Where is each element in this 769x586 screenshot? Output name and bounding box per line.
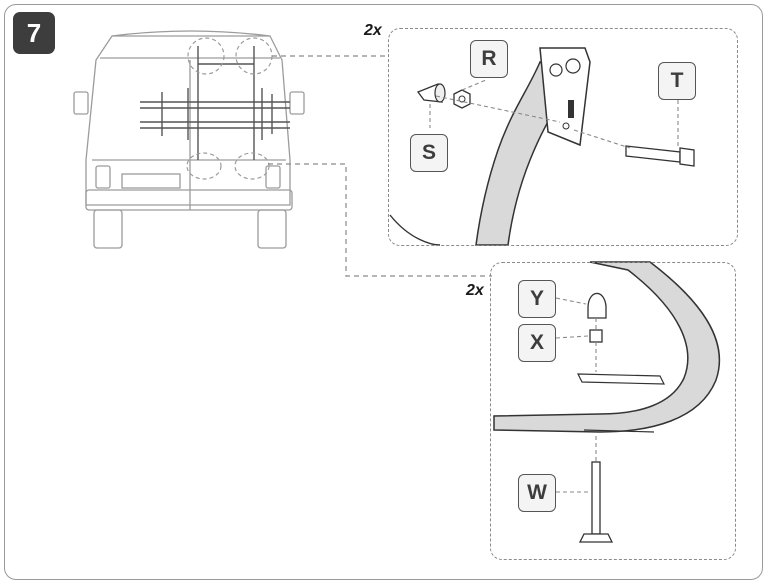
bottom-detail-quantity: 2x (466, 282, 484, 299)
step-number-badge: 7 (13, 12, 55, 54)
part-label-y: Y (518, 280, 556, 318)
part-label-x: X (518, 324, 556, 362)
top-detail-quantity: 2x (364, 22, 382, 39)
part-label-t: T (658, 62, 696, 100)
instruction-frame (4, 4, 763, 580)
top-detail-panel (388, 28, 738, 246)
part-label-r: R (470, 40, 508, 78)
part-label-w: W (518, 474, 556, 512)
bottom-detail-panel (490, 262, 736, 560)
part-label-s: S (410, 134, 448, 172)
